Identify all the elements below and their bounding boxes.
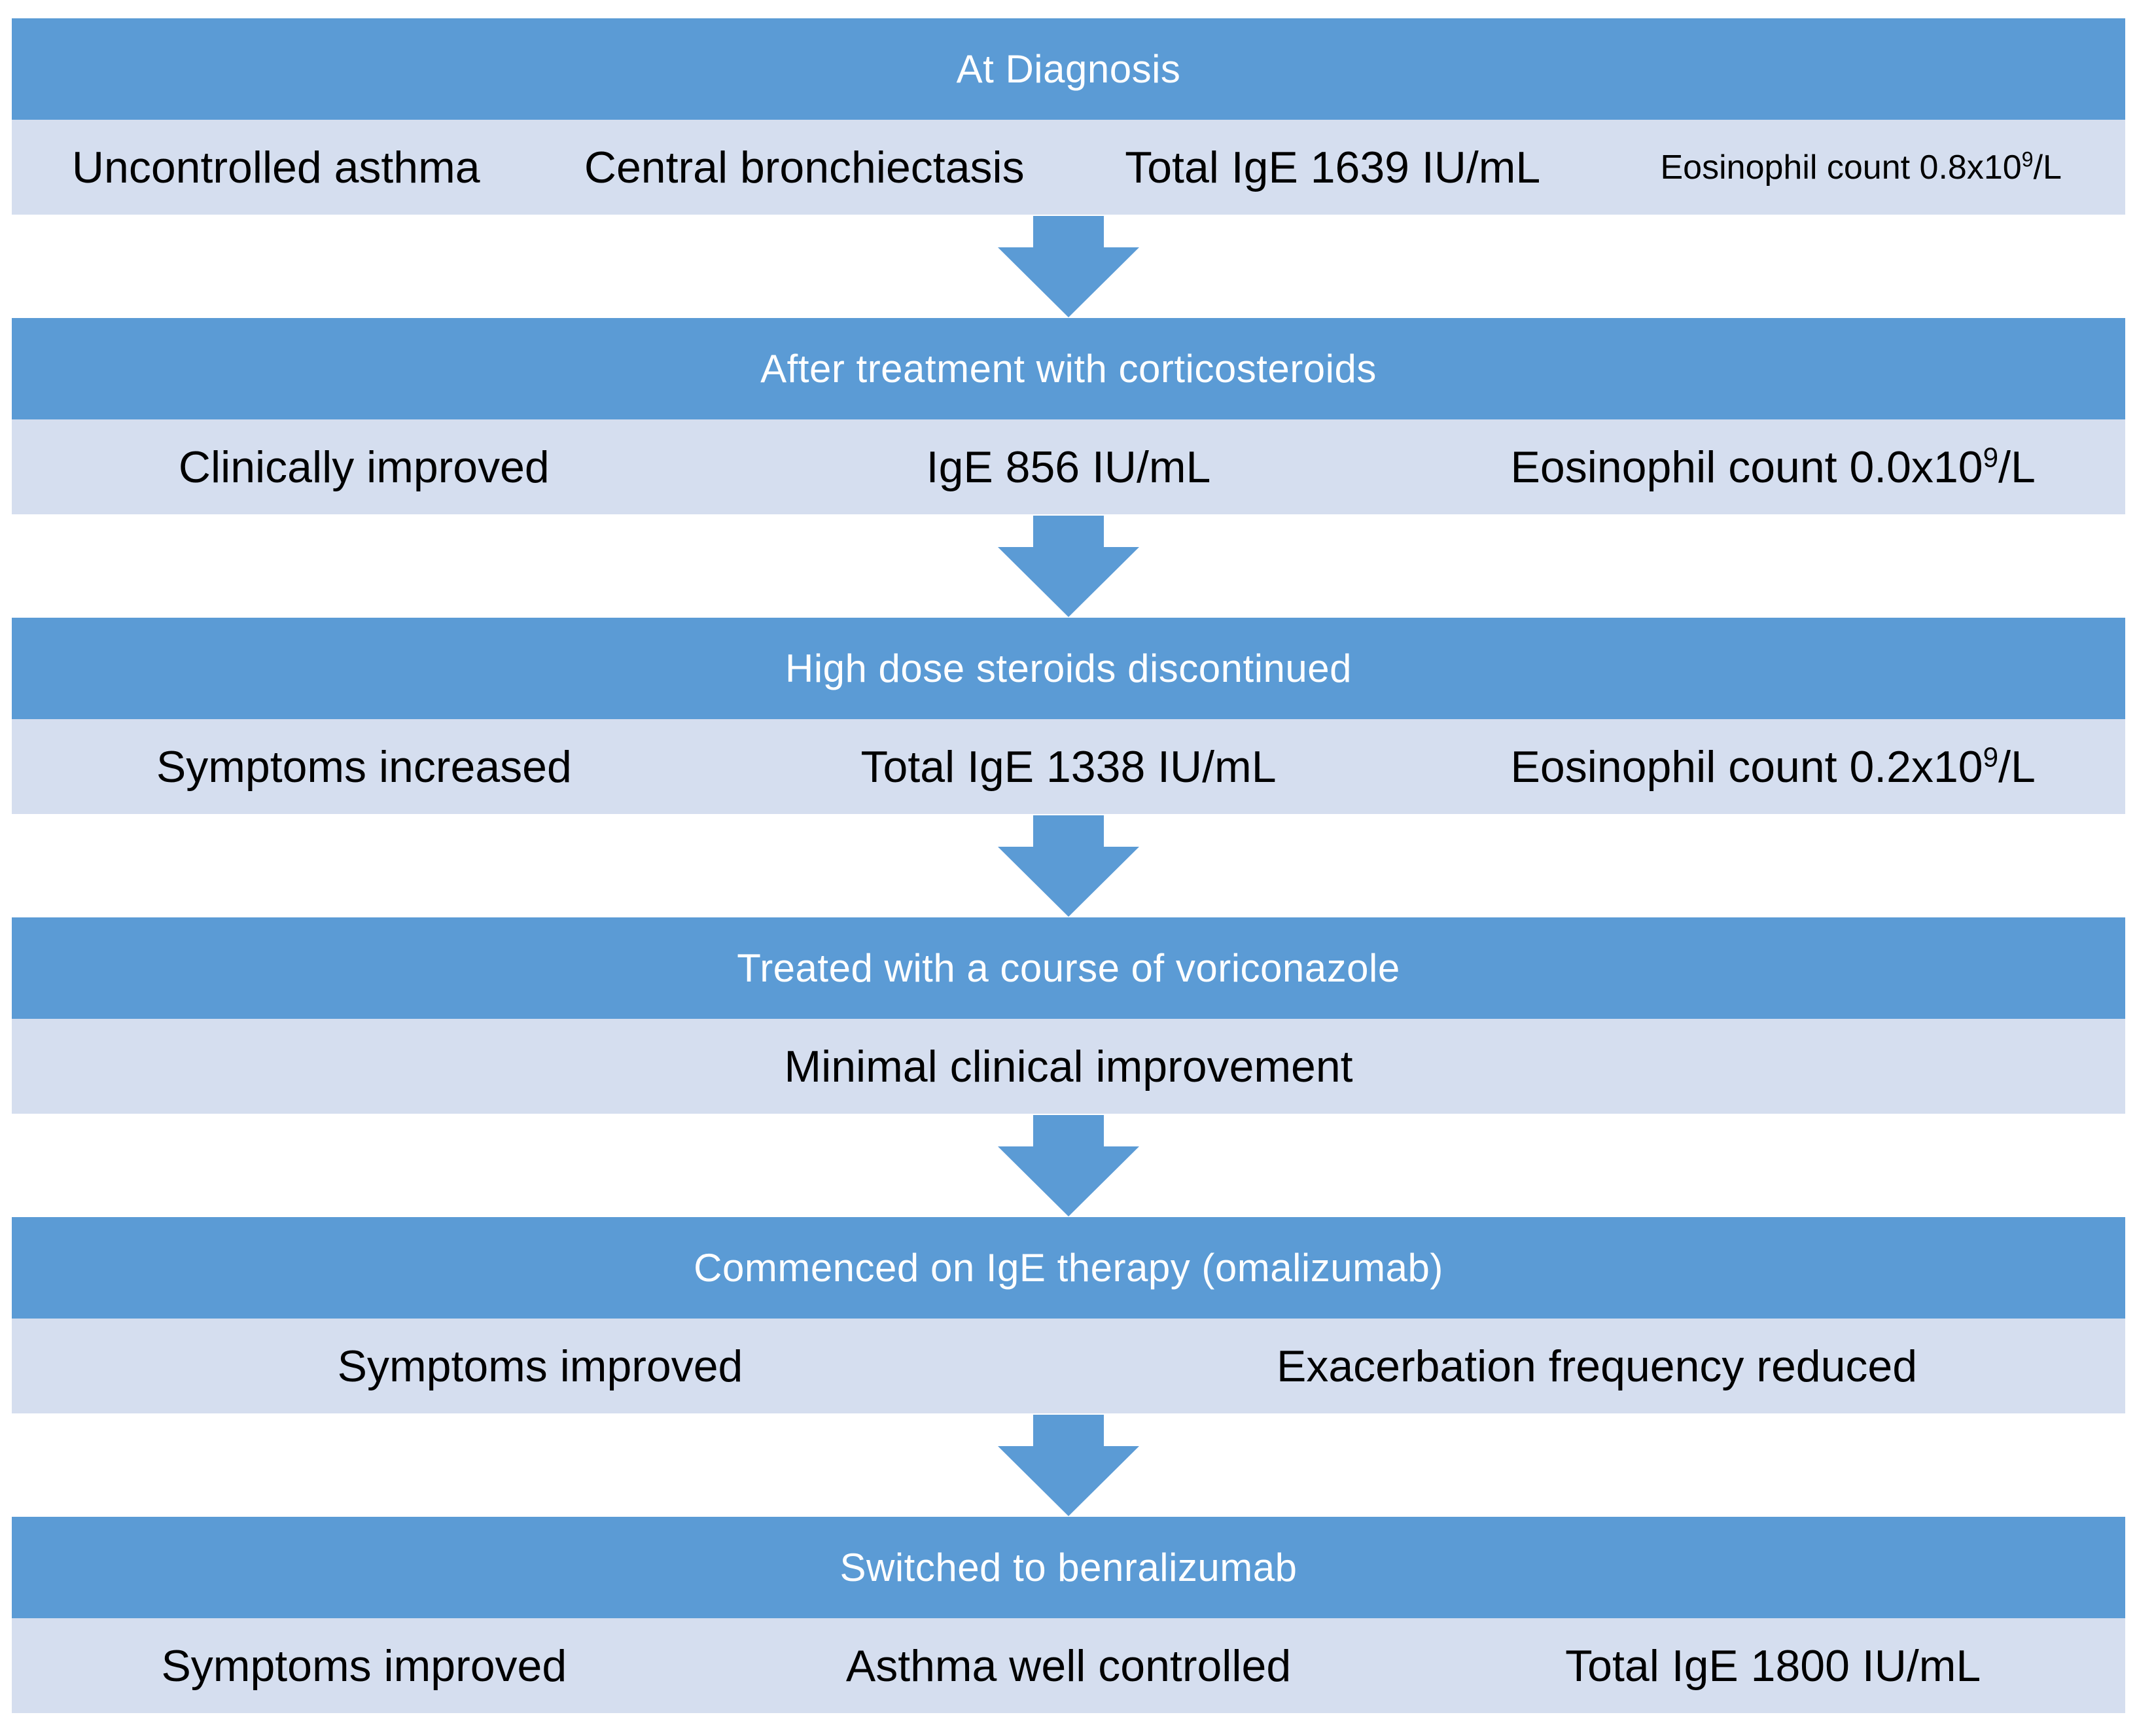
stage-detail: Uncontrolled asthma: [71, 142, 480, 192]
stage-6: Switched to benralizumab Symptoms improv…: [12, 1517, 2125, 1713]
stage-5: Commenced on IgE therapy (omalizumab) Sy…: [12, 1217, 2125, 1413]
stage-detail: Eosinophil count 0.8x109/L: [1660, 147, 2062, 186]
down-arrow-icon: [998, 1414, 1139, 1516]
down-arrow-icon: [998, 1114, 1139, 1216]
stage-2-header: After treatment with corticosteroids: [12, 318, 2125, 419]
down-arrow-icon: [998, 215, 1139, 317]
stage-title: High dose steroids discontinued: [785, 647, 1352, 690]
arrow-gap: [0, 1413, 2137, 1517]
stage-title: Commenced on IgE therapy (omalizumab): [694, 1246, 1443, 1290]
arrow-gap: [0, 215, 2137, 318]
down-arrow-icon: [998, 815, 1139, 917]
stage-1-details-row: Uncontrolled asthma Central bronchiectas…: [12, 120, 2125, 215]
stage-5-header: Commenced on IgE therapy (omalizumab): [12, 1217, 2125, 1319]
stage-detail: Eosinophil count 0.2x109/L: [1510, 741, 2036, 792]
stage-3-details-row: Symptoms increased Total IgE 1338 IU/mL …: [12, 719, 2125, 814]
stage-3-header: High dose steroids discontinued: [12, 618, 2125, 719]
stage-title: Treated with a course of voriconazole: [737, 946, 1400, 990]
stage-detail: Central bronchiectasis: [584, 142, 1025, 192]
stage-4-header: Treated with a course of voriconazole: [12, 917, 2125, 1019]
stage-6-details-row: Symptoms improved Asthma well controlled…: [12, 1618, 2125, 1713]
stage-detail: Symptoms improved: [161, 1640, 567, 1691]
stage-detail: Eosinophil count 0.0x109/L: [1510, 441, 2036, 492]
stage-detail: Clinically improved: [178, 442, 550, 492]
stage-3: High dose steroids discontinued Symptoms…: [12, 618, 2125, 814]
stage-detail: Symptoms improved: [337, 1341, 743, 1391]
stage-title: At Diagnosis: [956, 47, 1181, 91]
arrow-gap: [0, 1114, 2137, 1217]
arrow-gap: [0, 814, 2137, 917]
stage-detail: Symptoms increased: [156, 741, 572, 792]
stage-2-details-row: Clinically improved IgE 856 IU/mL Eosino…: [12, 419, 2125, 514]
stage-1-header: At Diagnosis: [12, 18, 2125, 120]
stage-title: After treatment with corticosteroids: [760, 347, 1377, 391]
stage-4: Treated with a course of voriconazole Mi…: [12, 917, 2125, 1114]
stage-1: At Diagnosis Uncontrolled asthma Central…: [12, 18, 2125, 215]
stage-6-header: Switched to benralizumab: [12, 1517, 2125, 1618]
stage-detail: IgE 856 IU/mL: [926, 442, 1211, 492]
stage-detail: Total IgE 1800 IU/mL: [1565, 1640, 1981, 1691]
stage-detail: Minimal clinical improvement: [784, 1041, 1353, 1091]
stage-detail: Asthma well controlled: [845, 1640, 1292, 1691]
stage-5-details-row: Symptoms improved Exacerbation frequency…: [12, 1319, 2125, 1413]
stage-title: Switched to benralizumab: [839, 1546, 1298, 1589]
stage-detail: Total IgE 1639 IU/mL: [1125, 142, 1541, 192]
stage-2: After treatment with corticosteroids Cli…: [12, 318, 2125, 514]
stage-detail: Exacerbation frequency reduced: [1276, 1341, 1918, 1391]
stage-4-details-row: Minimal clinical improvement: [12, 1019, 2125, 1114]
arrow-gap: [0, 514, 2137, 618]
down-arrow-icon: [998, 515, 1139, 617]
stage-detail: Total IgE 1338 IU/mL: [860, 741, 1277, 792]
